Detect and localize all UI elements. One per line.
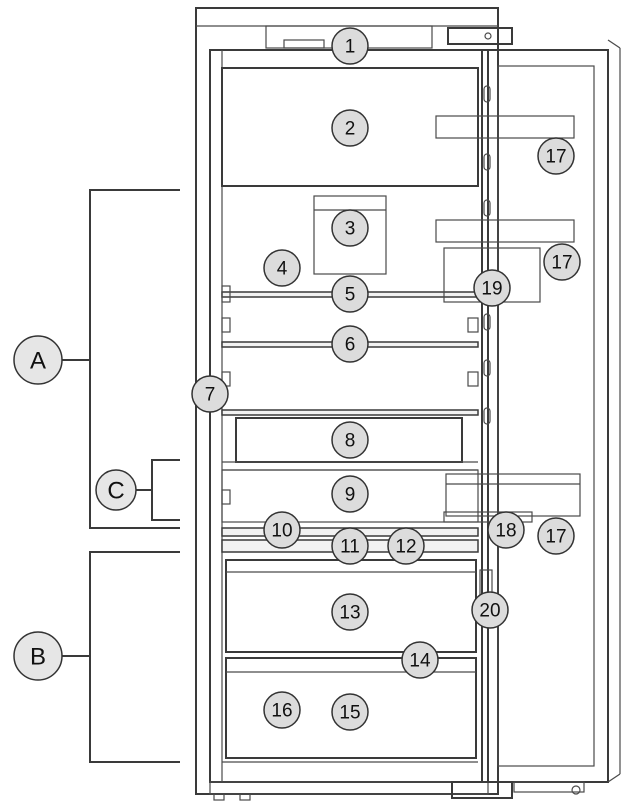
cabinet-base — [209, 781, 489, 795]
svg-text:5: 5 — [345, 285, 356, 306]
callout-7: 7 — [191, 375, 229, 413]
callout-17-middle: 17 — [543, 243, 581, 281]
svg-text:15: 15 — [339, 703, 360, 724]
svg-text:C: C — [107, 478, 124, 505]
section-label-b: B — [13, 631, 63, 681]
callout-17-top: 17 — [537, 137, 575, 175]
callout-12: 12 — [387, 527, 425, 565]
svg-text:1: 1 — [345, 37, 356, 58]
svg-text:10: 10 — [271, 521, 292, 542]
door-slot — [483, 85, 491, 103]
svg-text:7: 7 — [205, 385, 216, 406]
svg-text:A: A — [30, 348, 46, 375]
callout-3: 3 — [331, 209, 369, 247]
svg-text:16: 16 — [271, 701, 292, 722]
svg-text:4: 4 — [277, 259, 288, 280]
callout-19: 19 — [473, 269, 511, 307]
shelf-support — [221, 489, 231, 505]
svg-text:9: 9 — [345, 485, 356, 506]
callout-8: 8 — [331, 421, 369, 459]
svg-text:6: 6 — [345, 335, 356, 356]
shelf-support — [467, 317, 479, 333]
svg-text:17: 17 — [545, 147, 566, 168]
door-slot — [483, 153, 491, 171]
control-display — [283, 39, 325, 49]
door-slot — [483, 199, 491, 217]
svg-text:12: 12 — [395, 537, 416, 558]
svg-text:11: 11 — [340, 537, 360, 558]
callout-18: 18 — [487, 511, 525, 549]
svg-text:17: 17 — [551, 253, 572, 274]
drawer-15 — [225, 657, 477, 759]
callout-10: 10 — [263, 511, 301, 549]
svg-text:8: 8 — [345, 431, 356, 452]
door-inner — [497, 65, 595, 767]
door-shelf — [435, 115, 575, 139]
door-shelf — [445, 473, 581, 517]
callout-2: 2 — [331, 109, 369, 147]
bracket-c — [151, 459, 180, 521]
svg-text:19: 19 — [481, 279, 502, 300]
door-shelf — [435, 219, 575, 243]
door-slot — [483, 407, 491, 425]
svg-text:3: 3 — [345, 219, 356, 240]
callout-4: 4 — [263, 249, 301, 287]
svg-text:17: 17 — [545, 527, 566, 548]
hinge-pin — [571, 785, 581, 795]
svg-text:B: B — [30, 644, 46, 671]
callout-14: 14 — [401, 641, 439, 679]
callout-5: 5 — [331, 275, 369, 313]
svg-text:20: 20 — [479, 601, 500, 622]
shelf-support — [221, 285, 231, 303]
callout-9: 9 — [331, 475, 369, 513]
bracket-b — [89, 551, 180, 763]
callout-20: 20 — [471, 591, 509, 629]
callout-1: 1 — [331, 27, 369, 65]
foot — [239, 793, 251, 801]
shelf-support — [467, 371, 479, 387]
callout-16: 16 — [263, 691, 301, 729]
svg-text:14: 14 — [409, 651, 431, 672]
ventilator-block — [313, 195, 387, 275]
hinge-bottom-plate — [513, 781, 585, 793]
callout-17-bottom: 17 — [537, 517, 575, 555]
hinge-pin — [484, 32, 492, 40]
door-slot — [483, 359, 491, 377]
callout-6: 6 — [331, 325, 369, 363]
hinge-top — [447, 27, 513, 45]
section-label-a: A — [13, 335, 63, 385]
svg-text:13: 13 — [339, 603, 360, 624]
callout-15: 15 — [331, 693, 369, 731]
door-edge — [607, 773, 621, 783]
drawer-9 — [221, 469, 479, 523]
door-edge — [607, 39, 621, 49]
shelf-7 — [221, 409, 479, 416]
callout-13: 13 — [331, 593, 369, 631]
door-shelf-clip — [443, 511, 533, 523]
door-slot — [483, 313, 491, 331]
svg-text:18: 18 — [495, 521, 516, 542]
svg-text:2: 2 — [345, 119, 356, 140]
callout-11: 11 — [331, 527, 369, 565]
section-label-c: C — [95, 469, 137, 511]
shelf-support — [221, 317, 231, 333]
hinge-bottom — [451, 781, 513, 799]
foot — [213, 793, 225, 801]
